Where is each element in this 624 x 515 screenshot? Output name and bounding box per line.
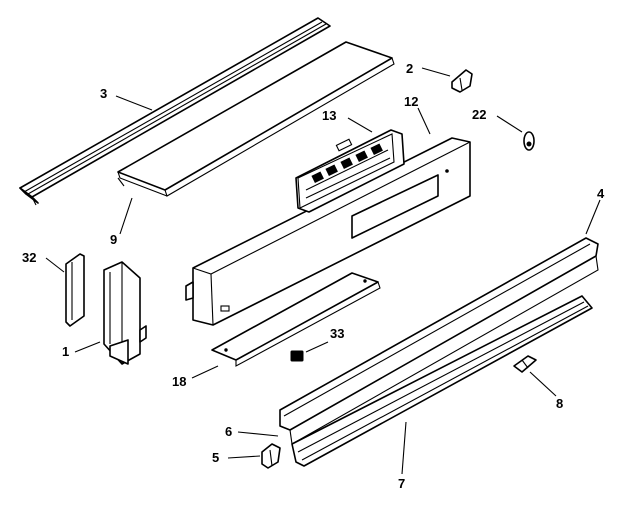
part-1-end-support [103, 261, 147, 365]
callout-6: 6 [225, 424, 232, 439]
part-32-side-bracket [65, 253, 85, 327]
callout-12: 12 [404, 94, 418, 109]
part-13-control-module [295, 129, 405, 213]
callout-32: 32 [22, 250, 36, 265]
callout-8: 8 [556, 396, 563, 411]
callout-9: 9 [110, 232, 117, 247]
callout-1: 1 [62, 344, 69, 359]
leader-lines [45, 67, 601, 475]
part-22-fastener [523, 131, 535, 151]
callout-13: 13 [322, 108, 336, 123]
callout-22: 22 [472, 107, 486, 122]
part-3-top-rail [19, 17, 331, 206]
part-5-end-bracket [261, 443, 281, 469]
part-9-trim-panel [117, 41, 395, 197]
callout-2: 2 [406, 61, 413, 76]
part-8-rail-clip [513, 355, 537, 373]
part-12-control-panel [185, 137, 471, 326]
part-7-lower-channel [291, 295, 593, 467]
callout-4: 4 [597, 186, 605, 201]
callout-7: 7 [398, 476, 405, 491]
part-33-connector [290, 350, 304, 362]
callout-33: 33 [330, 326, 344, 341]
callout-18: 18 [172, 374, 186, 389]
callout-labels: 1 2 3 4 5 6 7 8 9 12 13 18 22 32 33 [22, 61, 605, 491]
callout-3: 3 [100, 86, 107, 101]
part-18-bracket [211, 272, 381, 367]
part-2-clip [451, 69, 473, 93]
part-4-lower-rail [279, 237, 599, 445]
callout-5: 5 [212, 450, 219, 465]
